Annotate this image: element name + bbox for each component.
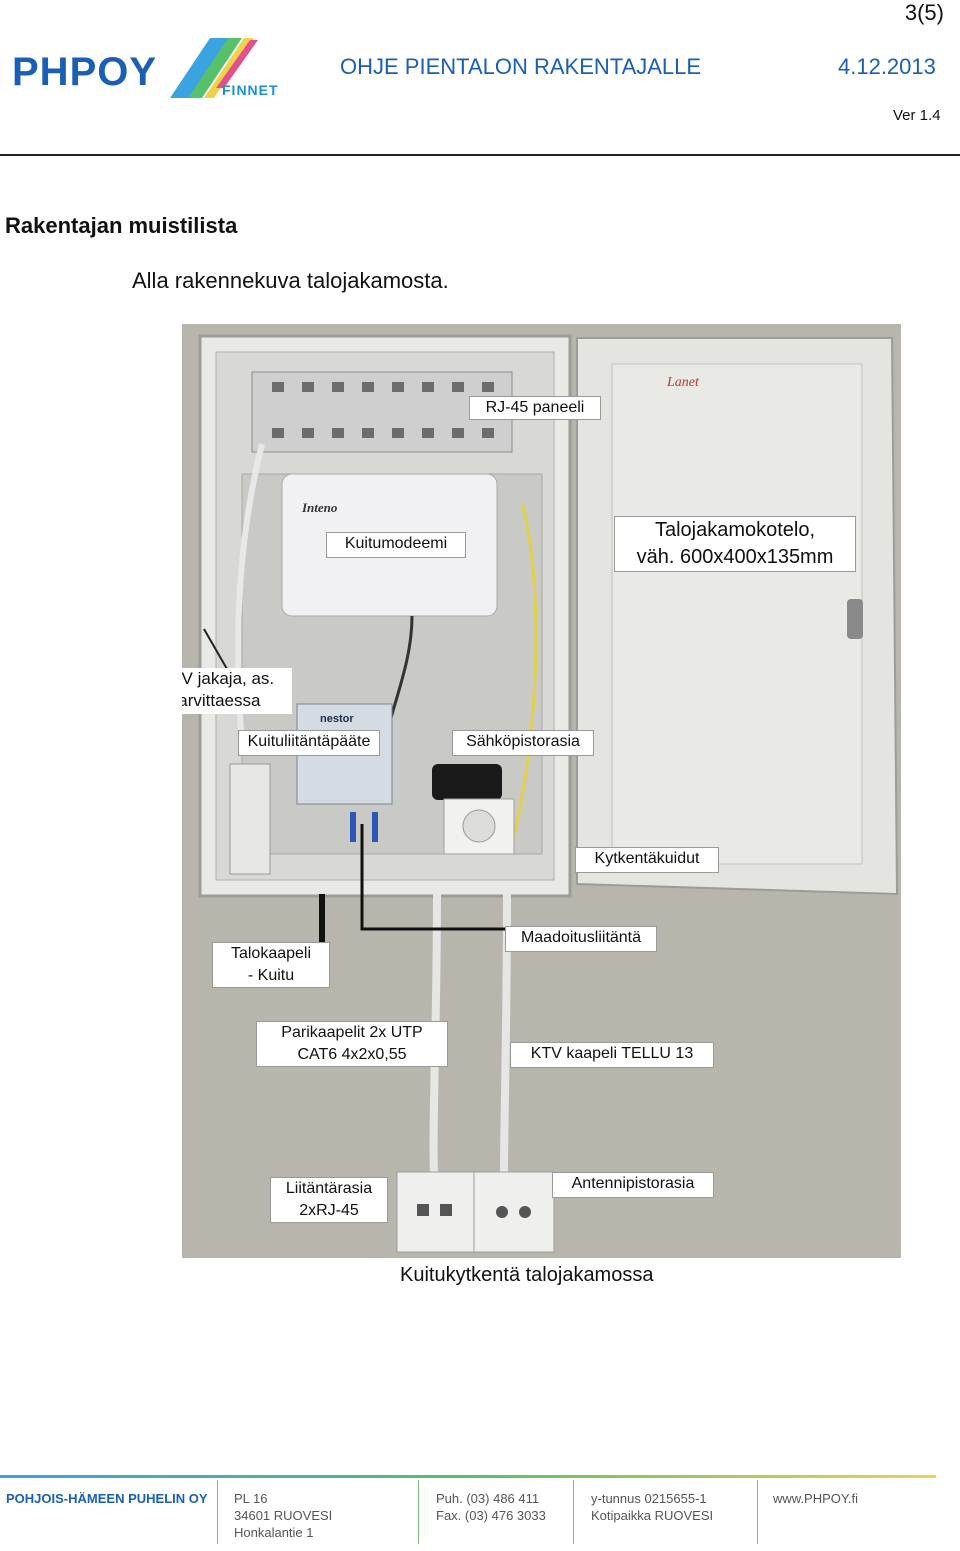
label-enclosure: Talojakamokotelo, väh. 600x400x135mm bbox=[614, 516, 856, 572]
finnet-logo-text: FINNET bbox=[222, 82, 279, 98]
label-house-cable: Talokaapeli - Kuitu bbox=[212, 942, 330, 988]
footer-business-id: y-tunnus 0215655-1 bbox=[591, 1491, 707, 1506]
footer-company: POHJOIS-HÄMEEN PUHELIN OY bbox=[6, 1491, 208, 1506]
footer-fax: Fax. (03) 476 3033 bbox=[436, 1508, 546, 1523]
distribution-cabinet-photo: Inteno nestor Lanet RJ-45 panee bbox=[182, 324, 901, 1258]
footer-separator bbox=[573, 1480, 574, 1544]
cabinet-illustration: Inteno nestor Lanet bbox=[182, 324, 901, 1258]
footer-address-line1: PL 16 bbox=[234, 1491, 268, 1506]
footer-phone: Puh. (03) 486 411 bbox=[436, 1491, 540, 1506]
label-ktv-cable: KTV kaapeli TELLU 13 bbox=[510, 1042, 714, 1068]
section-heading: Rakentajan muistilista bbox=[5, 213, 238, 238]
label-rj45-panel: RJ-45 paneeli bbox=[469, 396, 601, 420]
footer-separator bbox=[217, 1480, 218, 1544]
label-fiber-modem: Kuitumodeemi bbox=[326, 532, 466, 558]
phpoy-logo: PHPOY bbox=[12, 50, 158, 94]
intro-text: Alla rakennekuva talojakamosta. bbox=[132, 268, 449, 293]
modem-brand: Inteno bbox=[301, 500, 338, 515]
finnet-logo-mark bbox=[170, 38, 258, 98]
footer-separator bbox=[757, 1480, 758, 1544]
document-title: OHJE PIENTALON RAKENTAJALLE bbox=[340, 54, 702, 79]
footer-address-line3: Honkalantie 1 bbox=[234, 1525, 314, 1540]
label-antenna-socket: Antennipistorasia bbox=[552, 1172, 714, 1198]
label-ktv-splitter: KTV jakaja, as. tarvittaessa bbox=[182, 668, 292, 714]
label-pair-cables: Parikaapelit 2x UTP CAT6 4x2x0,55 bbox=[256, 1021, 448, 1067]
footer-website-link[interactable]: www.PHPOY.fi bbox=[773, 1491, 859, 1506]
document-version: Ver 1.4 bbox=[893, 107, 941, 124]
header-divider bbox=[0, 154, 960, 156]
label-patch-fibers: Kytkentäkuidut bbox=[575, 847, 719, 873]
label-power-socket: Sähköpistorasia bbox=[452, 730, 594, 756]
footer-address-line2: 34601 RUOVESI bbox=[234, 1508, 333, 1523]
figure-caption: Kuitukytkentä talojakamossa bbox=[400, 1264, 654, 1286]
termination-brand: nestor bbox=[320, 713, 354, 725]
label-fiber-termination: Kuituliitäntäpääte bbox=[238, 730, 380, 756]
footer-separator bbox=[418, 1480, 419, 1544]
footer-divider bbox=[0, 1475, 936, 1478]
document-date: 4.12.2013 bbox=[838, 54, 936, 79]
door-brand: Lanet bbox=[666, 375, 700, 390]
label-grounding: Maadoitusliitäntä bbox=[505, 926, 657, 952]
footer-domicile: Kotipaikka RUOVESI bbox=[591, 1508, 714, 1523]
page-number: 3(5) bbox=[904, 0, 944, 25]
label-connection-socket: Liitäntärasia 2xRJ-45 bbox=[270, 1177, 388, 1223]
